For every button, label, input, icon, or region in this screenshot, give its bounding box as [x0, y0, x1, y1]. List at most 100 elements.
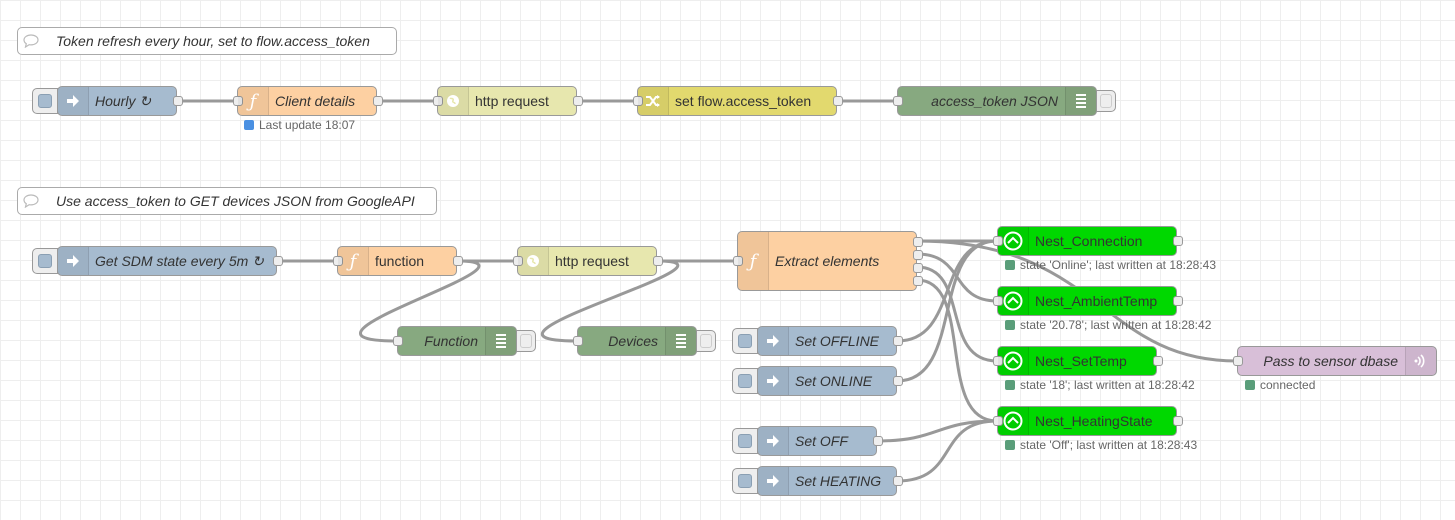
debug-toggle-button[interactable]	[1096, 90, 1116, 112]
input-port[interactable]	[993, 356, 1003, 366]
output-port[interactable]	[173, 96, 183, 106]
output-port[interactable]	[893, 476, 903, 486]
status-text: connected	[1260, 378, 1316, 392]
input-port[interactable]	[893, 96, 903, 106]
node-label: set flow.access_token	[675, 93, 812, 109]
arrow-right-icon	[58, 87, 89, 115]
node-nest-heatingstate[interactable]: Nest_HeatingState	[993, 406, 1183, 436]
debug-toggle-button[interactable]	[516, 330, 536, 352]
node-set-online[interactable]: Set ONLINE	[757, 366, 903, 396]
node-http-request-1[interactable]: http request	[433, 86, 583, 116]
input-port[interactable]	[333, 256, 343, 266]
input-port[interactable]	[393, 336, 403, 346]
list-icon	[665, 327, 696, 355]
status-text: Last update 18:07	[259, 118, 356, 132]
node-hourly[interactable]: Hourly ↻	[57, 86, 183, 116]
debug-toggle-button[interactable]	[696, 330, 716, 352]
output-port[interactable]	[453, 256, 463, 266]
output-port[interactable]	[273, 256, 283, 266]
node-label: Nest_SetTemp	[1035, 353, 1127, 369]
inject-button[interactable]	[732, 468, 758, 494]
output-port[interactable]	[913, 263, 923, 273]
home-assistant-icon	[998, 287, 1029, 315]
status-dot	[1005, 260, 1015, 270]
output-port[interactable]	[893, 376, 903, 386]
node-nest-settemp[interactable]: Nest_SetTemp	[993, 346, 1163, 376]
node-pass-to-sensor-dbase[interactable]: Pass to sensor dbase	[1233, 346, 1437, 376]
output-port[interactable]	[893, 336, 903, 346]
node-label: Set OFFLINE	[795, 333, 880, 349]
status-nest-heatingstate: state 'Off'; last written at 18:28:43	[1005, 438, 1197, 452]
node-label: Devices	[608, 333, 658, 349]
output-port[interactable]	[573, 96, 583, 106]
comment-icon	[18, 28, 44, 54]
node-label: function	[375, 253, 425, 269]
node-label: Nest_Connection	[1035, 233, 1143, 249]
node-get-sdm-state[interactable]: Get SDM state every 5m ↻	[57, 246, 283, 276]
inject-button[interactable]	[32, 248, 58, 274]
node-extract-elements[interactable]: ƒ Extract elements	[733, 231, 923, 291]
output-port[interactable]	[873, 436, 883, 446]
wire	[541, 259, 680, 343]
inject-button[interactable]	[732, 328, 758, 354]
signal-icon	[1405, 347, 1436, 375]
status-nest-connection: state 'Online'; last written at 18:28:43	[1005, 258, 1216, 272]
wire	[895, 239, 999, 383]
comment-text: Token refresh every hour, set to flow.ac…	[56, 33, 370, 49]
node-nest-connection[interactable]: Nest_Connection	[993, 226, 1183, 256]
output-port[interactable]	[1153, 356, 1163, 366]
node-function-debug[interactable]: Function	[393, 326, 517, 356]
status-dot	[1005, 320, 1015, 330]
input-port[interactable]	[993, 416, 1003, 426]
comment-get-devices[interactable]: Use access_token to GET devices JSON fro…	[17, 187, 437, 215]
arrow-right-icon	[758, 467, 789, 495]
node-devices-debug[interactable]: Devices	[573, 326, 697, 356]
node-set-offline[interactable]: Set OFFLINE	[757, 326, 903, 356]
node-set-off[interactable]: Set OFF	[757, 426, 883, 456]
input-port[interactable]	[433, 96, 443, 106]
node-label: Nest_HeatingState	[1035, 413, 1153, 429]
input-port[interactable]	[233, 96, 243, 106]
input-port[interactable]	[573, 336, 583, 346]
status-dot	[1005, 440, 1015, 450]
status-pass-to-sensor-dbase: connected	[1245, 378, 1315, 392]
comment-token-refresh[interactable]: Token refresh every hour, set to flow.ac…	[17, 27, 397, 55]
node-client-details[interactable]: ƒ Client details	[233, 86, 383, 116]
output-port[interactable]	[653, 256, 663, 266]
output-port[interactable]	[913, 276, 923, 286]
node-nest-ambienttemp[interactable]: Nest_AmbientTemp	[993, 286, 1183, 316]
output-port[interactable]	[1173, 296, 1183, 306]
output-port[interactable]	[1173, 236, 1183, 246]
node-set-heating[interactable]: Set HEATING	[757, 466, 903, 496]
input-port[interactable]	[513, 256, 523, 266]
output-port[interactable]	[833, 96, 843, 106]
input-port[interactable]	[733, 256, 743, 266]
inject-button[interactable]	[732, 428, 758, 454]
node-label: Set HEATING	[795, 473, 882, 489]
output-port[interactable]	[373, 96, 383, 106]
input-port[interactable]	[1233, 356, 1243, 366]
status-dot	[244, 120, 254, 130]
node-label: access_token JSON	[931, 93, 1058, 109]
node-set-flow[interactable]: set flow.access_token	[633, 86, 843, 116]
node-label: Pass to sensor dbase	[1263, 353, 1398, 369]
wire	[895, 419, 999, 483]
status-nest-ambienttemp: state '20.78'; last written at 18:28:42	[1005, 318, 1211, 332]
node-label: http request	[555, 253, 629, 269]
output-port[interactable]	[913, 237, 923, 247]
node-label: Client details	[275, 93, 356, 109]
input-port[interactable]	[993, 296, 1003, 306]
inject-button[interactable]	[32, 88, 58, 114]
node-http-request-2[interactable]: http request	[513, 246, 663, 276]
status-text: state '20.78'; last written at 18:28:42	[1020, 318, 1212, 332]
node-function[interactable]: ƒ function	[333, 246, 463, 276]
output-port[interactable]	[913, 250, 923, 260]
node-label: Set ONLINE	[795, 373, 873, 389]
node-access-token-json[interactable]: access_token JSON	[893, 86, 1097, 116]
input-port[interactable]	[633, 96, 643, 106]
input-port[interactable]	[993, 236, 1003, 246]
home-assistant-icon	[998, 347, 1029, 375]
output-port[interactable]	[1173, 416, 1183, 426]
inject-button[interactable]	[732, 368, 758, 394]
